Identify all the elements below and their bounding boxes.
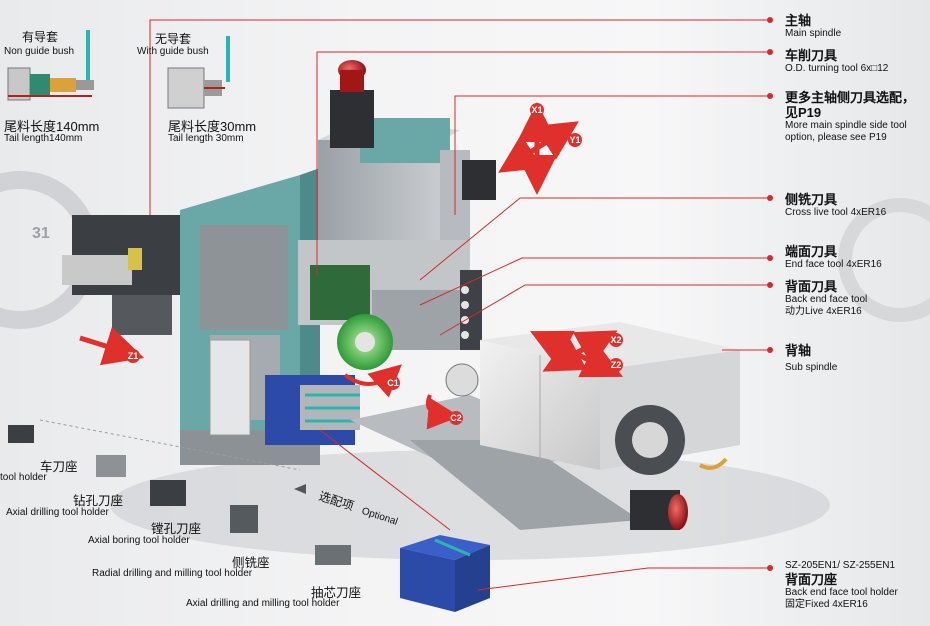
sub-spindle-zh: 背轴 [785, 343, 812, 358]
axis-x1-y1-arrow: X1 Y1 [498, 102, 582, 195]
main-spindle-motor [330, 60, 496, 200]
guide-bush-unit [62, 215, 182, 335]
more-tools-zh1: 更多主轴侧刀具选配， [785, 90, 916, 105]
cross-live-zh: 侧铣刀具 [785, 192, 838, 207]
sub-spindle-en: Sub spindle [785, 362, 838, 373]
holder-turning: 车刀座 [38, 456, 78, 475]
axis-z1-label: Z1 [128, 351, 139, 361]
more-tools-en1: More main spindle side tool [785, 120, 907, 131]
axis-c2-rotation: C2 [425, 394, 463, 430]
callout-main-spindle: 主轴 Main spindle [785, 13, 841, 40]
holder-radial-zh: 侧铣座 [232, 556, 270, 570]
end-face-zh: 端面刀具 [785, 244, 838, 259]
with-guide-bush-en: With guide bush [137, 46, 209, 57]
tail-length-140-zh: 尾料长度140mm [4, 119, 100, 134]
optional-divider [39, 419, 301, 471]
fixed-back-en1: Back end face tool holder [785, 587, 898, 598]
callout-sub-spindle: 背轴 Sub spindle [785, 343, 837, 374]
holder-turning-zh: 车刀座 [40, 460, 78, 474]
cross-live-en: Cross live tool 4xER16 [785, 207, 887, 218]
axis-z2-label: Z2 [611, 360, 622, 370]
od-tool-en: O.D. turning tool 6x□12 [785, 63, 889, 74]
axis-c1-label: C1 [387, 378, 399, 388]
callout-od-tool: 车削刀具 O.D. turning tool 6x□12 [785, 48, 888, 75]
callout-fixed-back-holder: SZ-205EN1/ SZ-255EN1 背面刀座 Back end face … [785, 560, 898, 611]
main-spindle-en: Main spindle [785, 28, 842, 39]
fixed-back-zh: 背面刀座 [785, 572, 838, 587]
holder-turning-en: tool holder [0, 472, 47, 483]
back-end-face-en1: Back end face tool [785, 294, 868, 305]
axis-y1-label: Y1 [569, 135, 580, 145]
gang-tool-block [265, 375, 360, 445]
axis-x2-z2-arrow: X2 Z2 [530, 330, 623, 378]
with-guide-bush-zh: 无导套 [155, 32, 192, 46]
optional-holders [8, 425, 351, 565]
holder-drilling-zh: 钻孔刀座 [73, 494, 124, 508]
axis-c2-label: C2 [450, 413, 462, 423]
holder-boring-en: Axial boring tool holder [88, 535, 190, 546]
background-ring-right [838, 198, 930, 322]
non-guide-bush-illustration [7, 30, 94, 101]
leader-dots [767, 17, 773, 571]
fixed-back-en2: 固定Fixed 4xER16 [785, 599, 868, 610]
axis-z1-arrow: Z1 [79, 326, 145, 366]
tail-length-30-zh: 尾料长度30mm [168, 119, 257, 134]
non-guide-bush-label: 有导套 [20, 30, 58, 45]
tail-length-30-en: Tail length 30mm [168, 133, 244, 144]
od-tool-zh: 车削刀具 [785, 48, 838, 63]
holder-drilling-en: Axial drilling tool holder [6, 507, 109, 518]
leader-lines [149, 19, 770, 591]
non-guide-bush-zh: 有导套 [22, 30, 59, 44]
axis-x2-label: X2 [610, 335, 621, 345]
machine-bed [350, 395, 640, 530]
fixed-back-tool-holder [400, 535, 490, 612]
back-end-face-en2: 动力Live 4xER16 [785, 306, 862, 317]
end-face-en: End face tool 4xER16 [785, 259, 882, 270]
holder-axial-milling-en: Axial drilling and milling tool holder [186, 598, 340, 609]
axis-c1-rotation: C1 [343, 364, 402, 398]
callout-end-face: 端面刀具 End face tool 4xER16 [785, 244, 882, 271]
callout-back-end-face: 背面刀具 Back end face tool 动力Live 4xER16 [785, 279, 867, 318]
holder-radial-en: Radial drilling and milling tool holder [92, 568, 253, 579]
callout-more-tools: 更多主轴侧刀具选配， 见P19 More main spindle side t… [785, 90, 915, 144]
non-guide-bush-en: Non guide bush [4, 46, 75, 57]
fixed-back-model: SZ-205EN1/ SZ-255EN1 [785, 560, 896, 571]
tail-length-140-en: Tail length140mm [4, 133, 83, 144]
more-tools-en2: option, please see P19 [785, 132, 887, 143]
floor-shadow [110, 450, 830, 560]
main-spindle-zh: 主轴 [785, 13, 812, 28]
background-number: 31 [32, 225, 50, 242]
sub-spindle-unit [445, 322, 740, 530]
holder-boring-zh: 镗孔刀座 [151, 522, 202, 536]
axis-x1-label: X1 [531, 105, 542, 115]
more-tools-zh2: 见P19 [785, 105, 822, 120]
callout-cross-live: 侧铣刀具 Cross live tool 4xER16 [785, 192, 886, 219]
with-guide-bush-illustration [167, 36, 230, 109]
back-end-face-zh: 背面刀具 [785, 279, 838, 294]
optional-arrow-icon [294, 484, 306, 494]
holder-axial-milling-zh: 抽芯刀座 [311, 586, 362, 600]
